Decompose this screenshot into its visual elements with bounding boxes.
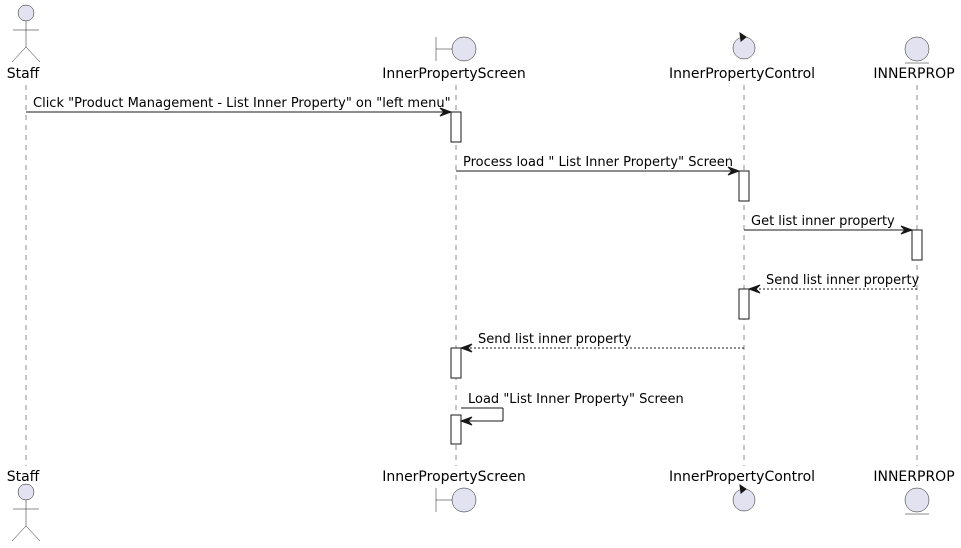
message-label: Load "List Inner Property" Screen (468, 392, 684, 407)
actor-icon (11, 483, 41, 542)
message-label: Get list inner property (751, 214, 895, 229)
control-icon (732, 31, 756, 60)
message-label: Click "Product Management - List Inner P… (33, 96, 451, 111)
message-arrow (744, 225, 914, 235)
actor-icon (11, 4, 41, 63)
message-arrow (26, 107, 453, 117)
activation-bar (450, 414, 462, 445)
message-arrow (456, 166, 741, 176)
participant-name-inner-property-screen-bottom: InnerPropertyScreen (382, 469, 526, 485)
entity-icon (904, 36, 930, 64)
participant-name-innerprop-bottom: INNERPROP (873, 469, 954, 485)
participant-name-staff: Staff (7, 66, 40, 82)
control-icon (732, 483, 756, 512)
boundary-icon (435, 487, 477, 513)
message-label: Send list inner property (766, 273, 920, 288)
message-label: Send list inner property (478, 332, 632, 347)
boundary-icon (435, 36, 477, 62)
participant-name-inner-property-control: InnerPropertyControl (669, 66, 815, 82)
message-label: Process load " List Inner Property" Scre… (463, 155, 733, 170)
self-message-arrow (459, 407, 504, 426)
activation-bar (450, 111, 462, 143)
participant-name-staff-bottom: Staff (7, 469, 40, 485)
activation-bar (450, 347, 462, 379)
return-arrow (747, 284, 917, 294)
participant-name-innerprop: INNERPROP (873, 66, 954, 82)
participant-name-inner-property-control-bottom: InnerPropertyControl (669, 469, 815, 485)
activation-bar (738, 288, 750, 320)
entity-icon (904, 487, 930, 515)
activation-bar (738, 170, 750, 202)
participant-name-inner-property-screen: InnerPropertyScreen (382, 66, 526, 82)
return-arrow (459, 343, 744, 353)
activation-bar (911, 229, 923, 261)
